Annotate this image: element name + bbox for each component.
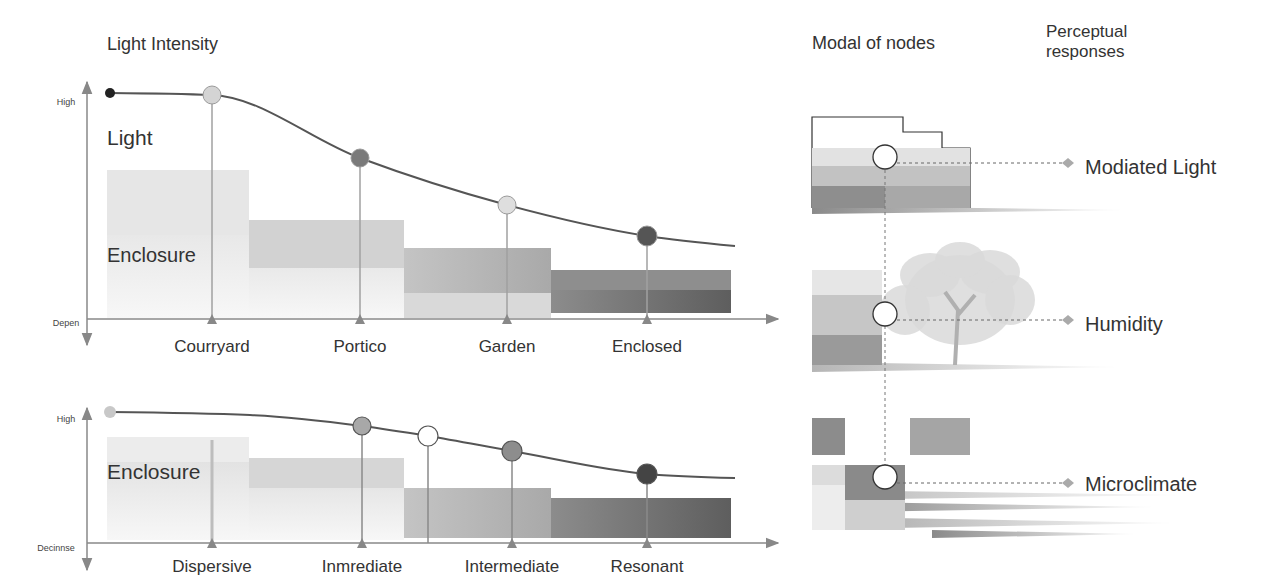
shadow-wedge (892, 518, 1180, 528)
axis-label: Resonant (611, 557, 684, 577)
enclosure-band (107, 437, 249, 540)
leader-line (897, 320, 1062, 321)
axis-label: High (57, 97, 76, 107)
column-heading: Perceptual responses (1046, 22, 1161, 61)
response-marker (1062, 478, 1074, 488)
axis-marker (357, 538, 367, 548)
enclosure-band (551, 270, 731, 290)
axis-label: Decinnse (37, 543, 75, 553)
shadow-wedge (932, 530, 1140, 538)
leader-line (897, 163, 1062, 164)
enclosure-band (404, 248, 551, 293)
mass-block (812, 186, 970, 208)
node-dot (203, 86, 221, 104)
node-circle (873, 302, 897, 326)
drop-line (427, 436, 429, 543)
axis-marker (507, 538, 517, 548)
axis-label: Enclosed (612, 337, 682, 357)
enclosure-band (551, 270, 731, 313)
mass-block (812, 485, 845, 530)
drop-line (511, 451, 513, 543)
axis-marker (642, 538, 652, 548)
drop-line (506, 205, 508, 319)
node-dot (502, 441, 522, 461)
enclosure-band (249, 220, 404, 268)
leader-line (897, 483, 1062, 484)
mass-block (812, 270, 882, 295)
tree-trunk (945, 292, 975, 365)
enclosure-band (551, 498, 731, 538)
axis-label: Inmrediate (322, 557, 402, 577)
axis-label: Intermediate (465, 557, 560, 577)
drop-line (211, 440, 214, 543)
enclosure-band (107, 437, 249, 462)
drop-line (646, 236, 648, 319)
mass-block (812, 295, 882, 335)
node-dot (418, 426, 438, 446)
intensity-curve (110, 93, 735, 246)
mass-block (910, 418, 970, 455)
response-label: Microclimate (1085, 473, 1197, 496)
axis-label: Courryard (174, 337, 250, 357)
tree-canopy (985, 275, 1035, 325)
axis-marker (207, 538, 217, 548)
axis-label: Enclosure (107, 244, 196, 267)
enclosure-band (249, 458, 404, 540)
drop-line (359, 158, 361, 319)
response-label: Modiated Light (1085, 156, 1216, 179)
axis-label: Portico (334, 337, 387, 357)
axis-marker (642, 314, 652, 324)
drop-line (211, 95, 213, 319)
x-axis (87, 318, 778, 320)
axis-label: Enclosure (107, 460, 200, 484)
mass-block (812, 186, 885, 208)
y-axis (86, 408, 88, 570)
drop-line (361, 426, 363, 543)
enclosure-band (107, 170, 249, 235)
mass-block (812, 166, 970, 186)
axis-label: Light (107, 126, 153, 150)
axis-label: Dispersive (172, 557, 251, 577)
axis-marker (355, 314, 365, 324)
start-dot (105, 88, 115, 98)
axis-label: High (57, 414, 76, 424)
mass-block (845, 465, 905, 500)
axis-label: Garden (479, 337, 536, 357)
axis-marker (502, 314, 512, 324)
mass-block (845, 500, 905, 530)
response-marker (1062, 158, 1074, 168)
node-circle (873, 145, 897, 169)
axis-label: Depen (53, 318, 80, 328)
enclosure-band (404, 488, 551, 538)
node-dot (637, 464, 657, 484)
enclosure-band (249, 220, 404, 318)
tree-canopy (935, 242, 985, 278)
start-dot (104, 406, 116, 418)
x-axis (87, 542, 778, 544)
y-axis (86, 82, 88, 345)
response-label: Humidity (1085, 313, 1163, 336)
axis-marker (207, 314, 217, 324)
node-dot (498, 196, 516, 214)
column-heading: Modal of nodes (812, 33, 935, 54)
node-dot (353, 417, 371, 435)
node-dot (637, 226, 657, 246)
node-dot (351, 149, 369, 167)
node-circle (873, 465, 897, 489)
mass-block (812, 418, 845, 455)
mass-block (812, 335, 882, 365)
enclosure-band (404, 248, 551, 318)
chart-title: Light Intensity (107, 34, 218, 55)
enclosure-band (107, 170, 249, 318)
enclosure-band (249, 458, 404, 488)
response-marker (1062, 315, 1074, 325)
